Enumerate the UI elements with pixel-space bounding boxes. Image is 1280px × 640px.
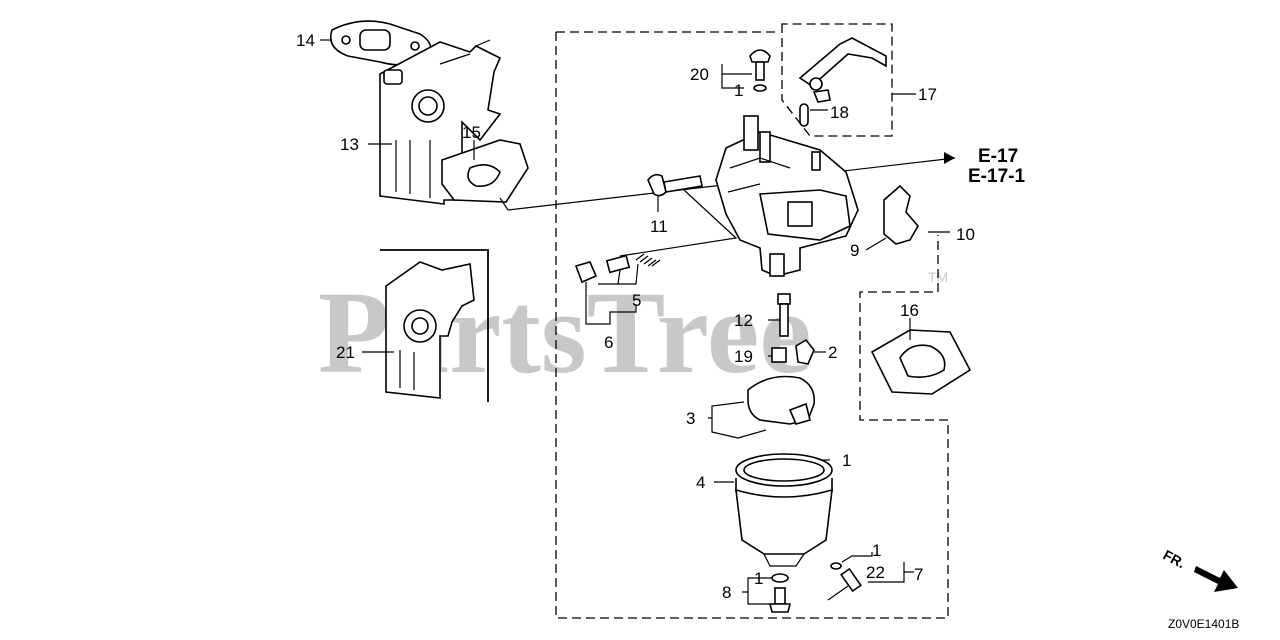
callout-15: 15: [462, 123, 481, 142]
part-19-jet[interactable]: [771, 347, 787, 363]
leader-5-body: [619, 189, 738, 257]
callout-9: 9: [850, 241, 859, 260]
reference-e17-1[interactable]: E-17-1: [968, 166, 1025, 187]
front-label: FR.: [1161, 547, 1188, 572]
part-11-screw[interactable]: [647, 173, 703, 197]
callout-22: 22: [866, 563, 885, 582]
part-16-gasket[interactable]: [870, 329, 972, 395]
callout-13: 13: [340, 135, 359, 154]
callout-1d: 1: [754, 569, 763, 588]
part-20-screw[interactable]: [749, 49, 771, 81]
callout-19: 19: [734, 347, 753, 366]
callout-17: 17: [918, 85, 937, 104]
callout-1c: 1: [872, 541, 881, 560]
part-5-pilot-screw[interactable]: [574, 253, 661, 284]
callout-2: 2: [828, 343, 837, 362]
part-22-drain-screw[interactable]: [830, 562, 862, 593]
callout-1a: 1: [734, 81, 743, 100]
callout-21: 21: [336, 343, 355, 362]
part-21-insulator[interactable]: [385, 261, 475, 399]
callout-6: 6: [604, 333, 613, 352]
callout-16: 16: [900, 301, 919, 320]
part-10-carburetor-body[interactable]: [715, 115, 859, 277]
callout-8: 8: [722, 583, 731, 602]
part-13-insulator[interactable]: [379, 39, 502, 205]
part-17-choke-lever[interactable]: [798, 37, 887, 103]
assembly-boundary: [555, 32, 949, 619]
front-direction-indicator: FR.: [1161, 547, 1238, 592]
part-3-float[interactable]: [737, 375, 816, 439]
callout-5: 5: [632, 291, 641, 310]
part-1-washer-a[interactable]: [753, 84, 767, 92]
callout-7: 7: [914, 565, 923, 584]
part-12-needle[interactable]: [777, 293, 791, 337]
leader-lines: [320, 39, 950, 605]
callout-18: 18: [830, 103, 849, 122]
callout-10: 10: [956, 225, 975, 244]
front-arrow-icon: [1194, 566, 1238, 592]
callout-12: 12: [734, 311, 753, 330]
part-4-float-chamber[interactable]: [735, 453, 833, 567]
choke-group-boundary: [781, 23, 893, 137]
callout-14: 14: [296, 31, 315, 50]
callout-11: 11: [650, 217, 668, 236]
part-18-pin[interactable]: [799, 103, 809, 127]
callout-4: 4: [696, 473, 705, 492]
callout-3: 3: [686, 409, 695, 428]
insulator-separator: [380, 249, 489, 402]
part-2-jet[interactable]: [795, 338, 815, 365]
reference-e17[interactable]: E-17: [978, 146, 1018, 167]
callout-20: 20: [690, 65, 709, 84]
part-8-bolt[interactable]: [768, 573, 792, 613]
part-9-plate[interactable]: [883, 184, 919, 245]
callout-1b: 1: [842, 451, 851, 470]
part-15-gasket[interactable]: [441, 139, 529, 203]
ref-arrowhead: [944, 152, 955, 164]
diagram-code: Z0V0E1401B: [1168, 617, 1239, 631]
